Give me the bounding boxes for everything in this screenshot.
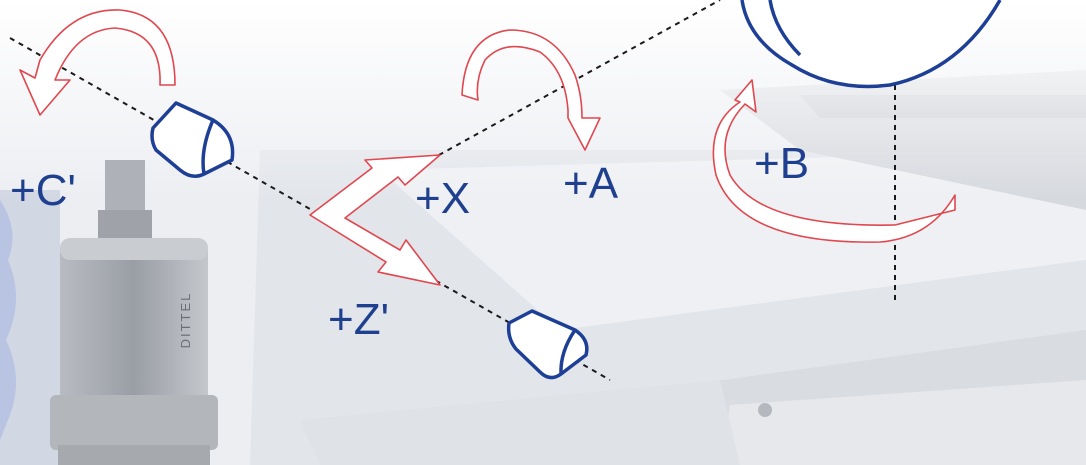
label-c-prime: +C' [10, 166, 76, 215]
label-z-prime: +Z' [328, 295, 389, 344]
label-b: +B [754, 139, 809, 188]
label-a: +A [563, 159, 619, 208]
label-x: +X [415, 174, 470, 223]
device-brand-label: DITTEL [178, 292, 193, 349]
